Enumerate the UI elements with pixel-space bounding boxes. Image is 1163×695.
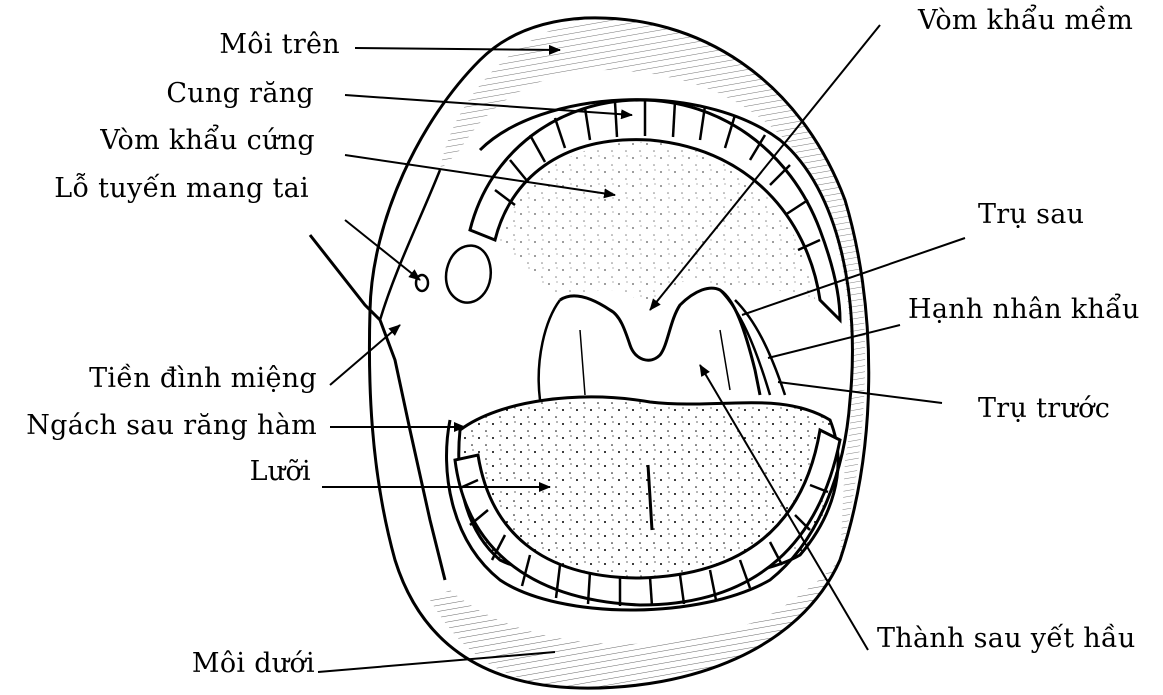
pointer-hanh-nhan: [768, 325, 900, 358]
label-vom-khau-mem: Vòm khẩu mềm: [918, 6, 1133, 36]
label-ngach-sau-rang-ham: Ngách sau răng hàm: [26, 411, 317, 441]
pharynx-back-wall: [580, 330, 730, 395]
left-molar-cluster: [446, 246, 491, 303]
pointer-tien-dinh: [330, 325, 400, 385]
label-thanh-sau-yet-hau: Thành sau yết hầu: [877, 624, 1136, 654]
label-moi-tren: Môi trên: [219, 30, 340, 60]
label-vom-khau-cung: Vòm khẩu cứng: [100, 126, 315, 156]
label-lo-tuyen-mang-tai: Lỗ tuyến mang tai: [54, 174, 309, 204]
left-pillar: [539, 300, 560, 400]
left-cheek-inner: [380, 170, 440, 320]
left-cheek-retracted: [310, 235, 445, 580]
label-cung-rang: Cung răng: [166, 79, 314, 109]
label-tru-truoc: Trụ trước: [978, 394, 1110, 424]
soft-palate-uvula: [560, 288, 760, 395]
label-tru-sau: Trụ sau: [978, 200, 1084, 230]
label-moi-duoi: Môi dưới: [192, 649, 315, 679]
label-tien-dinh-mieng: Tiền đình miệng: [89, 364, 317, 394]
label-hanh-nhan-khau: Hạnh nhân khẩu: [908, 295, 1140, 325]
label-luoi: Lưỡi: [250, 457, 311, 487]
